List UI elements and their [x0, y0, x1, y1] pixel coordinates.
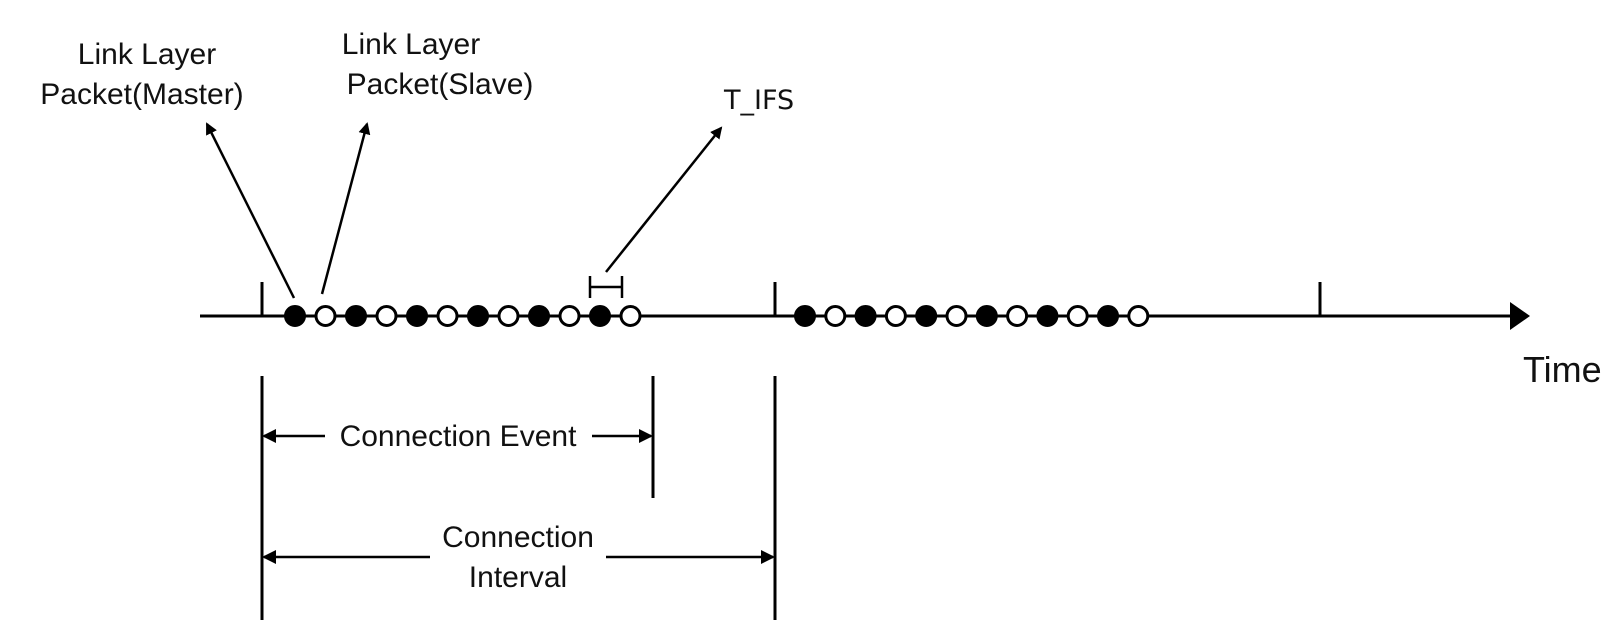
- slave-packet-label-line1: Link Layer: [342, 28, 480, 61]
- tifs-pointer: [605, 126, 723, 273]
- packet-sequence: [284, 305, 1150, 327]
- master-packet: [975, 305, 998, 327]
- master-packet-label-line1: Link Layer: [78, 38, 216, 71]
- slave-packet-label-line2: Packet(Slave): [347, 68, 534, 101]
- slave-packet: [1127, 305, 1150, 327]
- slave-packet: [884, 305, 907, 327]
- master-packet-pointer: [205, 122, 296, 299]
- master-packet: [528, 305, 550, 327]
- connection-interval-arrowhead-left: [262, 550, 276, 564]
- slave-packet-label: Link Layer Packet(Slave): [320, 28, 534, 295]
- slave-packet: [824, 305, 847, 327]
- master-packet: [284, 305, 306, 327]
- master-packet: [794, 305, 816, 327]
- tifs-annotation: T_IFS: [588, 85, 794, 298]
- time-axis-label: Time: [1523, 349, 1602, 390]
- connection-event-arrowhead-left: [262, 429, 276, 443]
- connection-event-arrowhead-right: [639, 429, 653, 443]
- slave-packet: [1006, 305, 1029, 327]
- connection-interval-arrowhead-right: [761, 550, 775, 564]
- connection-interval-label-line2: Interval: [469, 561, 567, 594]
- slave-packet: [558, 305, 581, 327]
- connection-event-dimension: Connection Event: [262, 420, 653, 453]
- master-packet: [406, 305, 428, 327]
- tifs-label: T_IFS: [723, 85, 794, 116]
- slave-packet: [1066, 305, 1089, 327]
- master-packet: [467, 305, 489, 327]
- slave-packet: [619, 305, 642, 327]
- connection-interval-label-line1: Connection: [442, 521, 594, 554]
- second-connection-event: [794, 305, 1150, 327]
- connection-event-label: Connection Event: [340, 420, 577, 453]
- master-packet-label-line2: Packet(Master): [40, 78, 243, 111]
- master-packet: [1097, 305, 1119, 327]
- slave-packet: [375, 305, 398, 327]
- time-axis-arrowhead: [1510, 302, 1530, 330]
- slave-packet-pointer: [320, 122, 371, 295]
- slave-packet: [436, 305, 459, 327]
- master-packet: [345, 305, 367, 327]
- first-connection-event: [284, 305, 642, 327]
- master-packet-label: Link Layer Packet(Master): [40, 38, 296, 299]
- slave-packet: [497, 305, 520, 327]
- master-packet: [589, 305, 611, 327]
- slave-packet: [945, 305, 968, 327]
- master-packet: [854, 305, 877, 327]
- master-packet: [1036, 305, 1059, 327]
- connection-interval-dimension: Connection Interval: [262, 521, 775, 594]
- slave-packet: [314, 305, 337, 327]
- master-packet: [915, 305, 938, 327]
